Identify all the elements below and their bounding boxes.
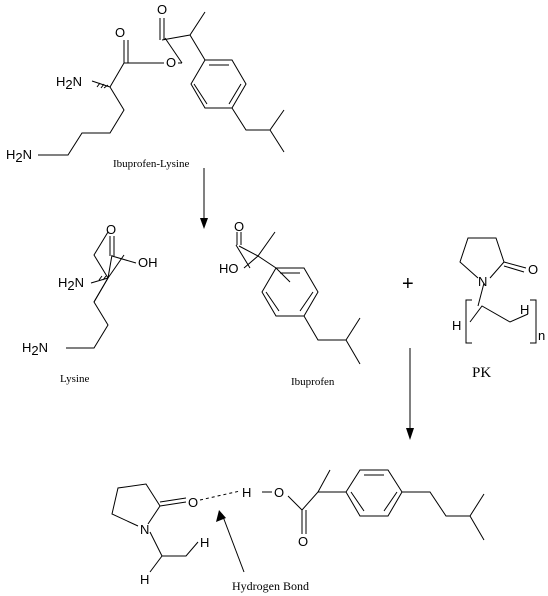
atom-o-lysine: O [106, 222, 116, 237]
atom-o-carbonyl-ibu: O [157, 2, 167, 17]
atom-h-complex-1: H [200, 535, 209, 550]
atom-o-acid-hydroxyl: O [274, 485, 284, 500]
atom-n-pk: N [478, 274, 487, 289]
plus-sign: + [402, 273, 414, 295]
atom-h-bond-donor: H [242, 485, 251, 500]
atom-oh-lysine: OH [138, 255, 158, 270]
atom-o-pk: O [528, 262, 538, 277]
atom-o-ester: O [166, 55, 176, 70]
atom-h-pk-left: H [452, 318, 461, 333]
reaction-arrow-down-1 [200, 168, 208, 229]
atom-ho-ibuprofen: HO [219, 261, 239, 276]
lysine-structure: O OH H2N H2N Lysine [22, 222, 158, 385]
atom-h2n-lysine-alpha: H2N [58, 275, 84, 293]
label-hydrogen-bond: Hydrogen Bond [232, 579, 309, 593]
label-lysine: Lysine [60, 373, 89, 385]
atom-h2n-lysine-epsilon: H2N [22, 340, 48, 358]
ibuprofen-lysine-structure: O O O H2N H2N Ibuprofen-Lysine [6, 2, 285, 170]
atom-h-pk-right: H [520, 302, 529, 317]
subscript-n: n [538, 328, 545, 343]
ibuprofen-structure: O HO Ibuprofen [219, 219, 361, 388]
pk-structure: N O H H n PK [452, 237, 545, 381]
atom-o-carbonyl-lys: O [115, 25, 125, 40]
atom-h2n-epsilon: H2N [6, 147, 32, 165]
label-ibuprofen-lysine: Ibuprofen-Lysine [113, 158, 189, 170]
atom-h2n-alpha: H2N [56, 74, 82, 92]
atom-h-complex-2: H [140, 572, 149, 587]
label-pk: PK [472, 365, 491, 381]
hydrogen-bonded-complex: O N H H H O O Hydrogen Bond [111, 469, 485, 593]
atom-o-acid-carbonyl: O [298, 534, 308, 549]
label-ibuprofen: Ibuprofen [291, 376, 335, 388]
atom-o-complex-carbonyl: O [188, 495, 198, 510]
atom-o-ibuprofen: O [234, 219, 244, 234]
reaction-arrow-down-2 [406, 348, 414, 440]
atom-n-complex: N [140, 522, 149, 537]
